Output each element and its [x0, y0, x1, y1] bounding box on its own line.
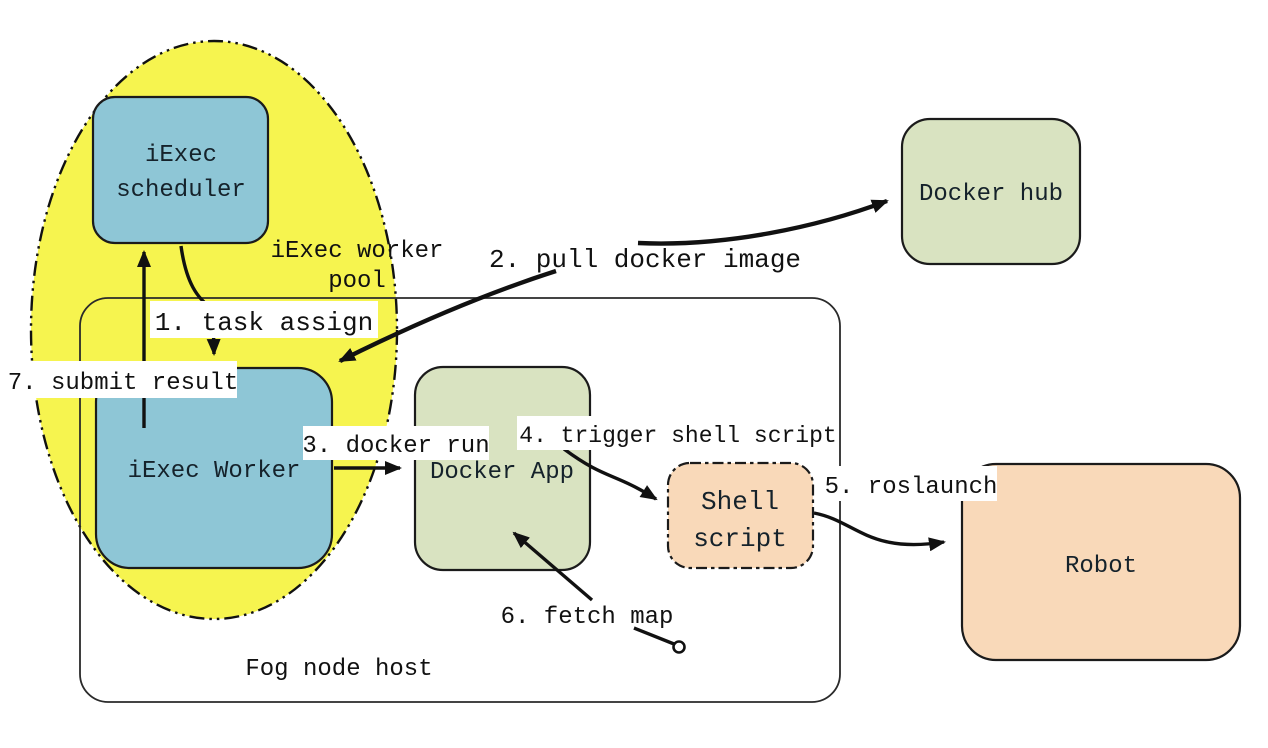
robot-label: Robot	[1065, 553, 1137, 580]
shell-script-node: Shell script	[666, 461, 815, 570]
svg-text:1. task assign: 1. task assign	[155, 308, 373, 338]
fetch-map-source-dot	[672, 640, 686, 654]
label-pull-docker-image: 2. pull docker image	[489, 245, 801, 275]
label-trigger-shell-script: 4. trigger shell script	[517, 416, 839, 450]
label-task-assign: 1. task assign	[150, 301, 378, 338]
docker-app-label: Docker App	[430, 459, 574, 486]
svg-text:7. submit result: 7. submit result	[8, 370, 238, 397]
label-docker-run: 3. docker run	[302, 426, 490, 460]
label-fetch-map: 6. fetch map	[501, 604, 674, 631]
worker-pool-label-line2: pool	[328, 268, 386, 295]
svg-text:5. roslaunch: 5. roslaunch	[825, 474, 998, 501]
shell-script-label-line2: script	[693, 524, 787, 554]
label-submit-result: 7. submit result	[8, 361, 238, 398]
arrow-trigger-shell-script	[562, 447, 658, 501]
shell-script-label-line1: Shell	[701, 487, 779, 517]
worker-pool-label-line1: iExec worker	[271, 238, 444, 265]
arrow-roslaunch	[813, 511, 946, 552]
iexec-scheduler-label-line1: iExec	[145, 142, 217, 169]
docker-hub-label: Docker hub	[919, 181, 1063, 208]
label-roslaunch: 5. roslaunch	[825, 466, 998, 501]
fog-node-host-label: Fog node host	[245, 656, 432, 683]
iexec-worker-label: iExec Worker	[128, 458, 301, 485]
iexec-scheduler-node: iExec scheduler	[91, 95, 270, 245]
robot-node: Robot	[960, 462, 1242, 662]
svg-text:4. trigger shell script: 4. trigger shell script	[519, 423, 836, 449]
arrow-pull-image-to-hub	[637, 198, 889, 246]
arrow-fetch-map-head-segment	[512, 531, 594, 602]
docker-hub-node: Docker hub	[900, 117, 1082, 266]
arrow-pull-image-to-worker	[338, 268, 557, 363]
svg-text:3. docker run: 3. docker run	[302, 433, 489, 460]
arrow-fetch-map-tail-segment	[633, 626, 675, 646]
docker-app-node: Docker App	[413, 365, 592, 572]
iexec-scheduler-label-line2: scheduler	[116, 177, 246, 204]
